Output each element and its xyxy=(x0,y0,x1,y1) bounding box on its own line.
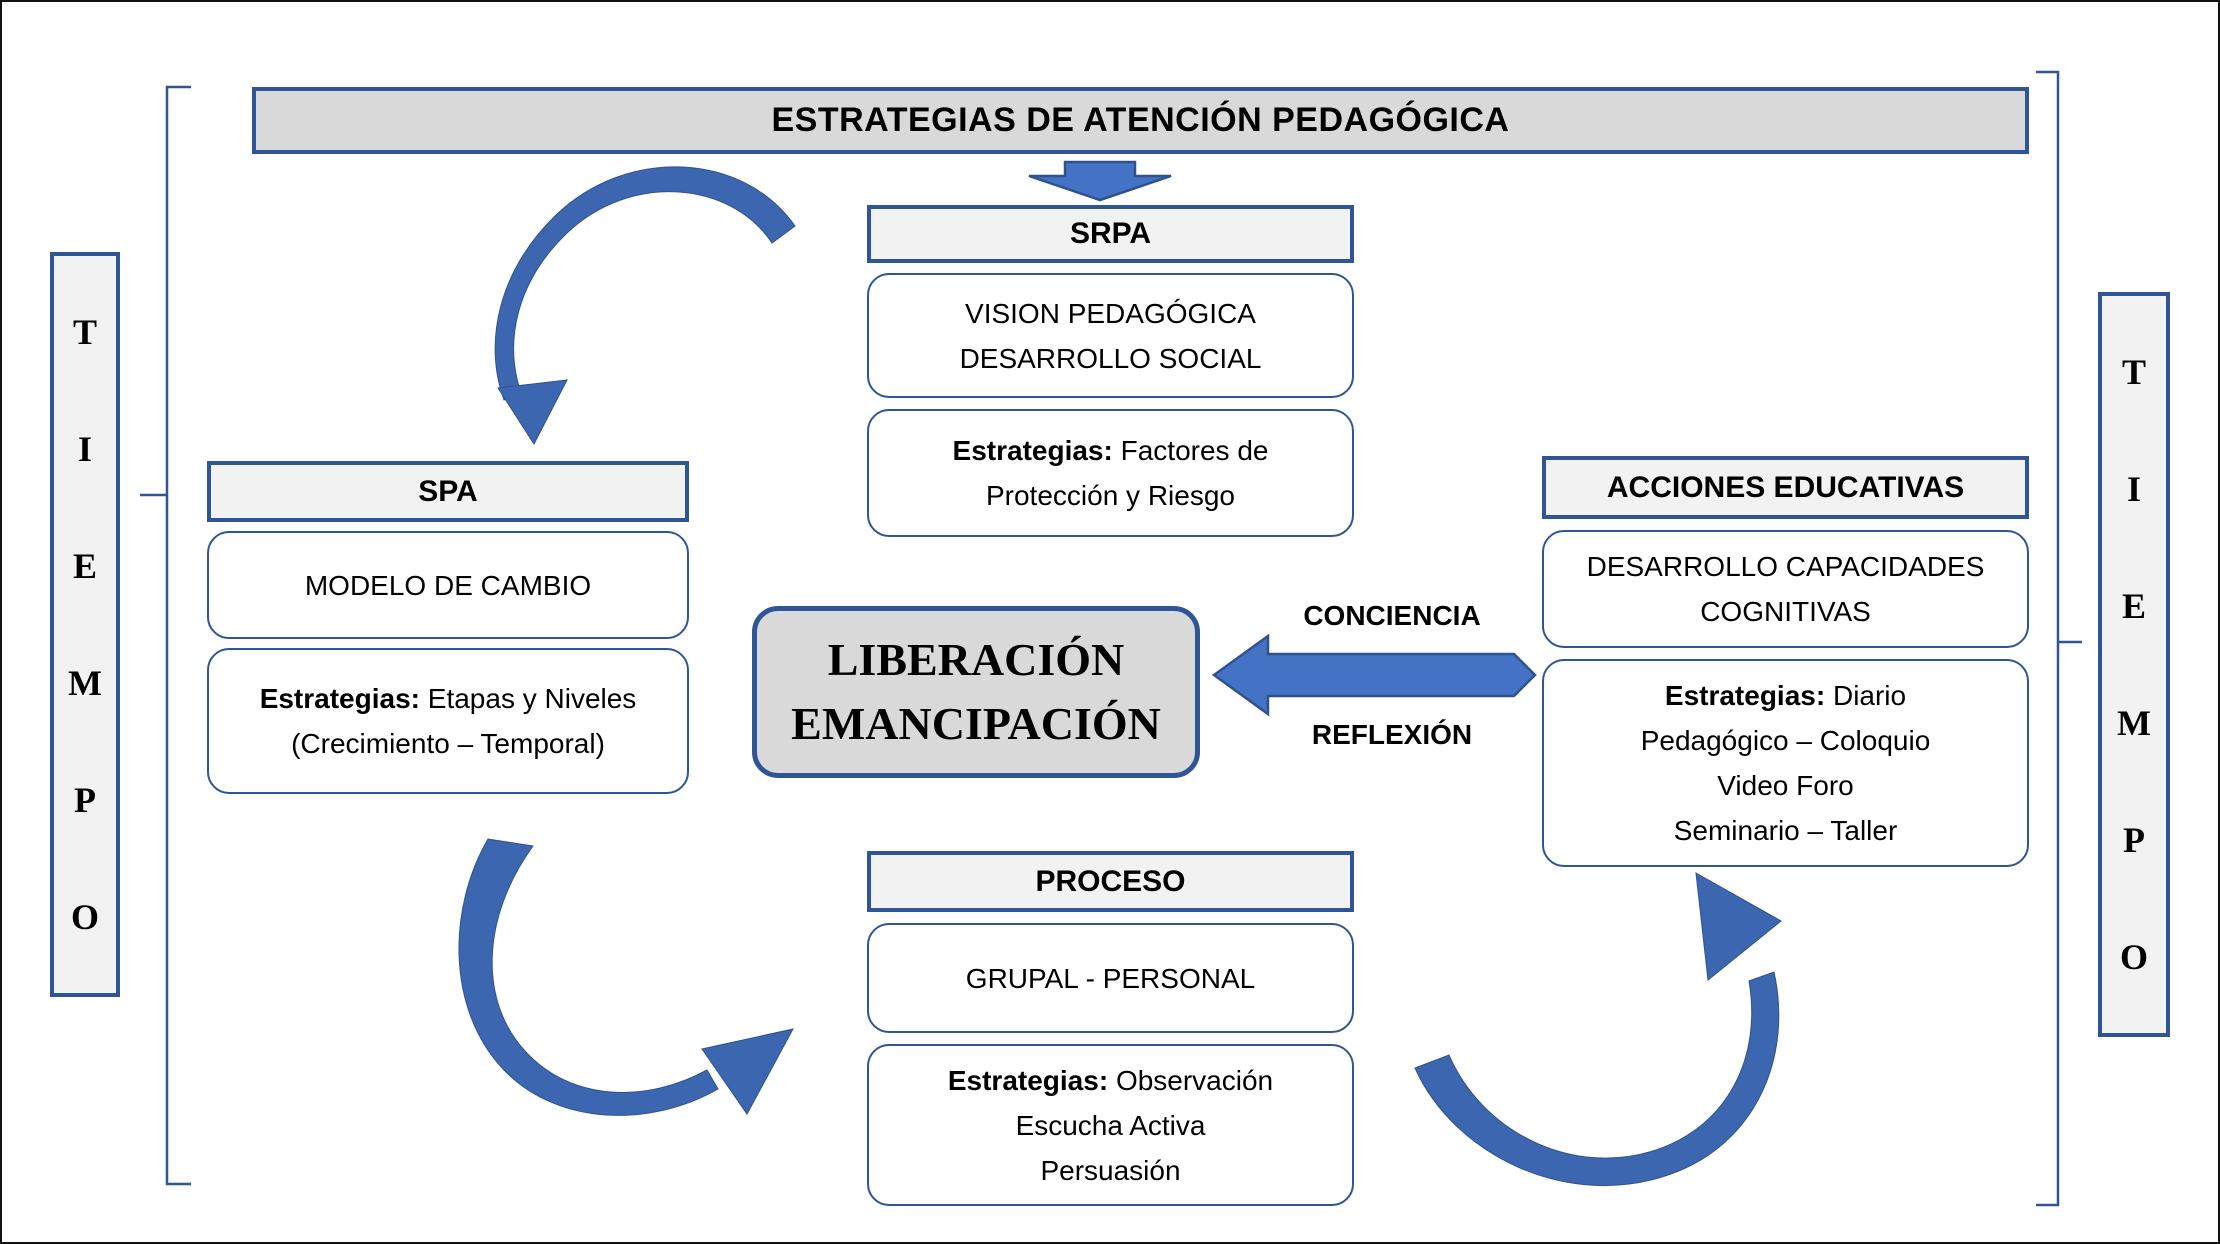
curved-arrow-proceso-to-acciones xyxy=(1414,971,1780,1187)
proceso-main-box: GRUPAL - PERSONAL xyxy=(867,923,1354,1033)
spa-strategies-box: Estrategias: Etapas y Niveles (Crecimien… xyxy=(207,648,689,794)
curved-arrow-srpa-to-spa xyxy=(494,166,796,401)
spa-header: SPA xyxy=(207,461,689,522)
banner-title: ESTRATEGIAS DE ATENCIÓN PEDAGÓGICA xyxy=(771,101,1510,139)
reflexion-label: REFLEXIÓN xyxy=(1311,719,1473,750)
strategies-line: Estrategias: Etapas y Niveles xyxy=(260,676,637,721)
strategies-label: Estrategias: xyxy=(1664,680,1826,711)
strategies-label: Estrategias: xyxy=(259,683,420,714)
strategies-line: Estrategias: Observación xyxy=(948,1058,1273,1103)
conciencia-label: CONCIENCIA xyxy=(1303,600,1481,631)
strategies-line: Estrategias: Diario xyxy=(1665,673,1906,718)
strategies-label: Estrategias: xyxy=(952,435,1113,466)
strategies-label: Estrategias: xyxy=(947,1064,1109,1096)
strategies-extra-lines: (Crecimiento – Temporal) xyxy=(291,728,605,759)
strategies-text: Diario xyxy=(1832,680,1907,711)
left-arrow-icon xyxy=(1211,633,1537,717)
acciones-strategies-box: Estrategias: Diario Pedagógico – Coloqui… xyxy=(1542,659,2029,867)
strategies-text: Etapas y Niveles xyxy=(427,683,637,714)
banner: ESTRATEGIAS DE ATENCIÓN PEDAGÓGICA xyxy=(252,87,2029,154)
strategies-extra-lines: Protección y Riesgo xyxy=(985,480,1235,511)
curved-arrow-srpa-to-spa-head xyxy=(497,379,568,445)
curved-arrow-proceso-to-acciones-head xyxy=(1695,872,1782,981)
srpa-strategies-box: Estrategias: Factores de Protección y Ri… xyxy=(867,409,1354,537)
acciones-header: ACCIONES EDUCATIVAS xyxy=(1542,456,2029,519)
down-arrow-icon xyxy=(1028,160,1172,202)
proceso-header: PROCESO xyxy=(867,851,1354,912)
strategies-text: Observación xyxy=(1115,1064,1274,1096)
curved-arrow-spa-to-proceso-head xyxy=(701,1028,794,1115)
strategies-text: Factores de xyxy=(1120,435,1269,466)
curved-arrow-spa-to-proceso xyxy=(458,838,719,1116)
strategies-line: Estrategias: Factores de xyxy=(953,428,1269,473)
spa-main-box: MODELO DE CAMBIO xyxy=(207,531,689,639)
srpa-header: SRPA xyxy=(867,205,1354,263)
right-bracket xyxy=(2036,70,2082,1207)
left-bracket xyxy=(140,85,191,1186)
